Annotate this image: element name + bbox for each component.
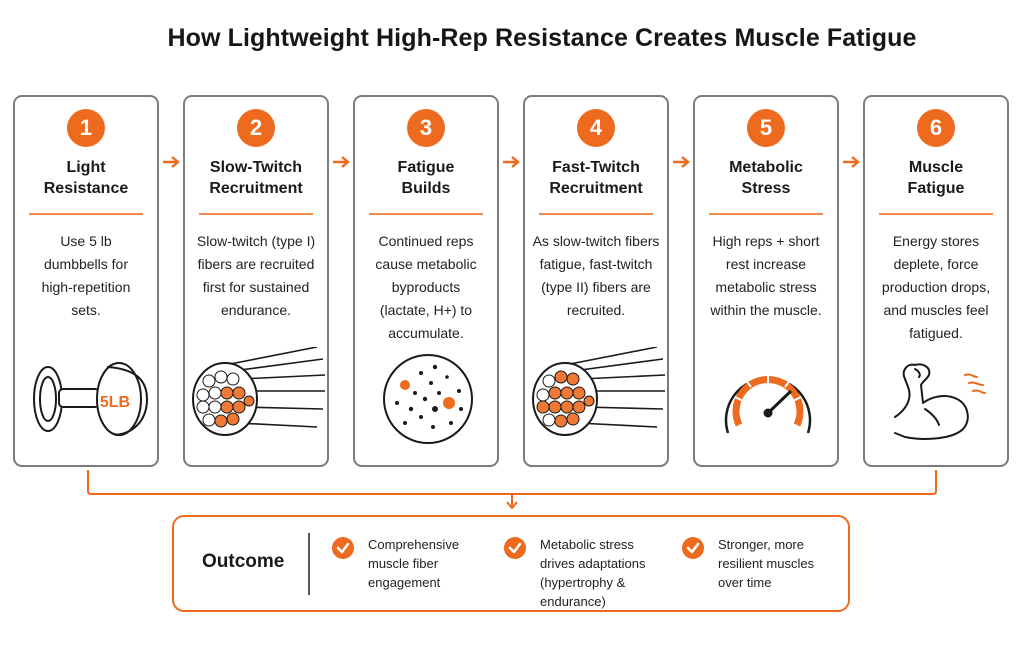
divider — [308, 533, 310, 595]
step-title: Light Resistance — [19, 157, 153, 199]
step-number-badge: 1 — [67, 109, 105, 147]
step-card-5: 5 Metabolic Stress High reps + short res… — [693, 95, 839, 467]
divider — [199, 213, 313, 215]
step-card-2: 2 Slow-Twitch Recruitment Slow-twitch (t… — [183, 95, 329, 467]
step-card-3: 3 Fatigue Builds Continued reps cause me… — [353, 95, 499, 467]
arrow-right-icon — [673, 156, 690, 168]
outcome-item-text: Stronger, more resilient muscles over ti… — [718, 537, 815, 590]
step-title: Slow-Twitch Recruitment — [209, 159, 303, 197]
step-title: Fatigue Builds — [397, 159, 455, 197]
outcome-label: Outcome — [202, 551, 285, 572]
dumbbell-weight-label: 5LB — [100, 394, 130, 411]
step-number-badge: 4 — [577, 109, 615, 147]
divider — [369, 213, 483, 215]
divider — [539, 213, 653, 215]
dumbbell-icon: 5LB — [15, 347, 161, 447]
step-number-badge: 6 — [917, 109, 955, 147]
outcome-box: Outcome Comprehensive muscle fiber engag… — [172, 515, 850, 612]
arrow-right-icon — [163, 156, 180, 168]
step-title: Muscle Fatigue — [907, 159, 965, 197]
divider — [709, 213, 823, 215]
divider — [29, 213, 143, 215]
arrow-right-icon — [333, 156, 350, 168]
step-title: Metabolic Stress — [729, 159, 803, 197]
step-title-text: Light Resistance — [43, 159, 129, 197]
step-title: Fast-Twitch Recruitment — [549, 159, 643, 197]
step-description: Use 5 lb dumbbells for high-repetition s… — [41, 233, 131, 318]
outcome-item-text: Metabolic stress drives adaptations (hyp… — [540, 537, 646, 609]
step-number-badge: 2 — [237, 109, 275, 147]
check-icon — [682, 537, 704, 559]
arrow-right-icon — [843, 156, 860, 168]
page-title: How Lightweight High-Rep Resistance Crea… — [167, 24, 917, 52]
step-card-6: 6 Muscle Fatigue Energy stores deplete, … — [863, 95, 1009, 467]
outcome-item-text: Comprehensive muscle fiber engagement — [368, 537, 460, 590]
step-card-1: 1 Light Resistance Use 5 lb dumbbells fo… — [13, 95, 159, 467]
arrow-right-icon — [503, 156, 520, 168]
gauge-icon — [695, 347, 841, 447]
check-icon — [332, 537, 354, 559]
step-number-badge: 5 — [747, 109, 785, 147]
step-description: Continued reps cause metabolic byproduct… — [375, 233, 477, 341]
step-description: Slow-twitch (type I) fibers are recruite… — [196, 233, 316, 318]
flexed-arm-icon — [865, 347, 1011, 447]
step-description: As slow-twitch fibers fatigue, fast-twit… — [532, 233, 660, 318]
step-card-4: 4 Fast-Twitch Recruitment As slow-twitch… — [523, 95, 669, 467]
step-description: High reps + short rest increase metaboli… — [710, 233, 822, 318]
step-number-badge: 3 — [407, 109, 445, 147]
check-icon — [504, 537, 526, 559]
step-description: Energy stores deplete, force production … — [881, 233, 991, 341]
divider — [879, 213, 993, 215]
metabolic-byproducts-icon — [355, 347, 501, 447]
muscle-fiber-bundle-icon — [525, 346, 671, 447]
muscle-fiber-bundle-icon — [185, 346, 331, 447]
